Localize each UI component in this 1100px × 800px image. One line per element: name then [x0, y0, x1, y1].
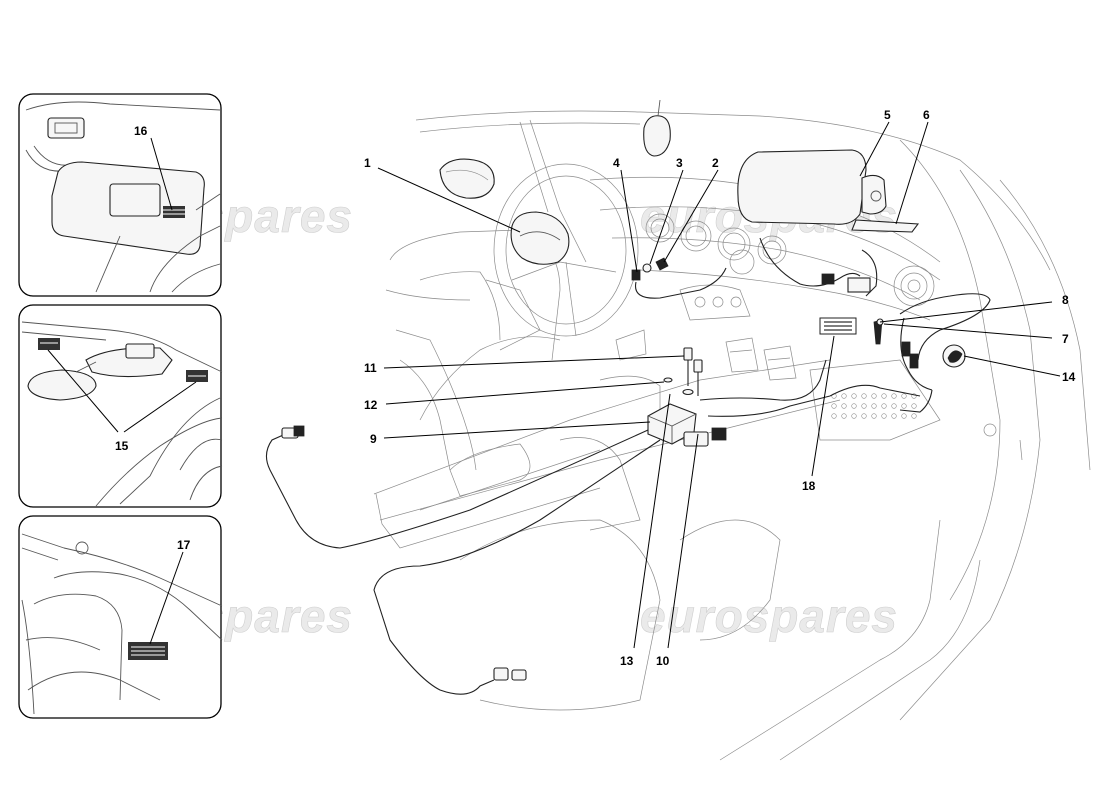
gear-shifter: [449, 443, 531, 497]
inset-sun-visor: 16: [18, 93, 222, 297]
callout-14: 14: [1062, 370, 1076, 384]
leader-line: [667, 433, 699, 649]
connector: [901, 341, 911, 357]
callout-18: 18: [802, 479, 816, 493]
leader-line: [649, 169, 684, 265]
leader-line: [883, 323, 1053, 339]
leader-line: [383, 421, 651, 439]
callout-8: 8: [1062, 293, 1069, 307]
airbag-bracket: [851, 219, 920, 233]
pedal: [763, 345, 797, 381]
leader-line: [149, 551, 184, 645]
inset-headliner: 15: [18, 304, 223, 508]
headliner-label-left: [38, 338, 60, 350]
callout-7: 7: [1062, 332, 1069, 346]
leader-line: [620, 169, 638, 273]
connector: [821, 273, 835, 285]
harness-connector: [711, 427, 727, 441]
callouts: 1 2 3 4 5 6 7 8 9 10 11 12 13 14 18: [364, 108, 1076, 668]
callout-2: 2: [712, 156, 719, 170]
sensor-wire: [265, 429, 649, 549]
floor-mat-pattern: [831, 393, 917, 419]
callout-17: 17: [177, 538, 191, 552]
inset-frame: [18, 515, 222, 719]
leader-line: [663, 169, 719, 263]
airbag-parts: [265, 149, 991, 695]
connector: [847, 277, 871, 293]
steering-wheel: [493, 163, 639, 337]
inset-dash-label: 17: [18, 515, 223, 719]
inset-frame: [18, 304, 222, 508]
callout-16: 16: [134, 124, 148, 138]
pedal: [725, 337, 759, 373]
sensor-wire: [373, 439, 661, 695]
watermark-text: eurospares: [640, 590, 898, 642]
leader-line: [895, 121, 929, 225]
callout-9: 9: [370, 432, 377, 446]
side-mirror: [439, 158, 495, 199]
gauge-cluster: [645, 213, 787, 275]
callout-4: 4: [613, 156, 620, 170]
leader-line: [879, 301, 1053, 323]
leader-line: [47, 349, 119, 433]
callout-12: 12: [364, 398, 378, 412]
driver-airbag-module: [510, 211, 570, 265]
leader-line: [963, 355, 1061, 377]
leader-line: [385, 381, 665, 405]
callout-3: 3: [676, 156, 683, 170]
harness-connector: [683, 431, 709, 447]
leader-line: [123, 381, 197, 433]
callout-10: 10: [656, 654, 670, 668]
vanity-mirror: [109, 183, 161, 217]
passenger-airbag: [737, 149, 867, 225]
leader-line: [633, 393, 671, 649]
dome-light: [47, 117, 85, 139]
callout-15: 15: [115, 439, 129, 453]
control-unit-fasteners: [663, 347, 703, 396]
leader-lines: [377, 121, 1061, 649]
callout-6: 6: [923, 108, 930, 122]
sensor-connector: [493, 667, 509, 681]
callout-5: 5: [884, 108, 891, 122]
callout-11: 11: [364, 361, 377, 375]
leader-line: [383, 355, 685, 369]
sensor-connector: [293, 425, 305, 437]
callout-1: 1: [364, 156, 371, 170]
callout-13: 13: [620, 654, 634, 668]
interior-mirror: [643, 115, 671, 157]
rear-view-mirror: [27, 369, 97, 401]
air-vent-right: [893, 265, 935, 307]
sensor-connector: [511, 669, 527, 681]
leader-line: [377, 167, 521, 233]
connector: [909, 353, 919, 369]
leader-line: [811, 335, 835, 477]
leader-line: [859, 121, 890, 177]
visor-warning-label: [163, 206, 185, 218]
leader-line: [150, 137, 173, 211]
steering-fasteners: [631, 257, 727, 299]
